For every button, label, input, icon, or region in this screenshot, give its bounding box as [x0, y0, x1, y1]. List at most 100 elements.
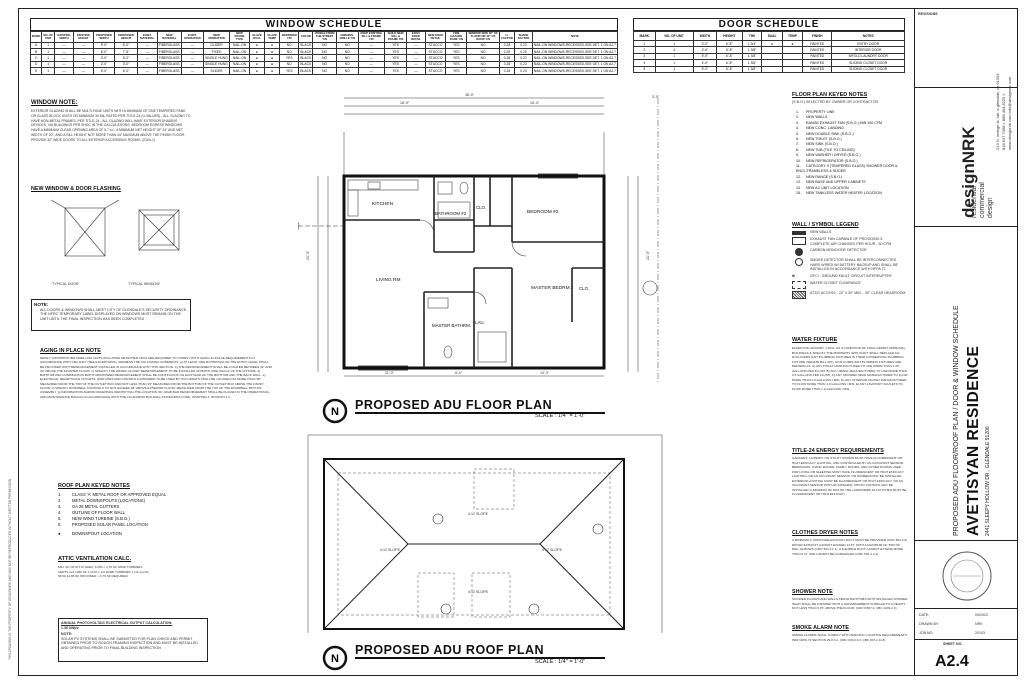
- door-schedule-cell: [761, 65, 783, 73]
- room-master-bath: MASTER BATHRM.: [432, 323, 471, 328]
- keyed-note-item: 7.NEW SINK (S.B.O.): [796, 142, 838, 147]
- north-arrow-icon: N: [322, 398, 348, 424]
- window-schedule-header-cell: NEW MATERIAL: [156, 31, 182, 43]
- door-schedule-header-cell: MARK: [633, 31, 656, 41]
- window-schedule-cell: ●: [264, 67, 281, 75]
- keyed-note-text: RANGE EXHAUST FAN (S.B.O.) MIN 100 CFM: [806, 120, 883, 125]
- door-schedule-header-cell: NOTES: [831, 31, 905, 41]
- keyed-note-item: 10.NEW REFRIGERATOR (S.B.O.): [796, 158, 858, 163]
- dim-top-3: 3'-0": [652, 95, 660, 99]
- project-address: 2441 SLEEPY HOLLOW DR., GLENDALE 91206: [985, 426, 991, 536]
- architect-stamp-icon: [942, 551, 992, 601]
- keyed-note-item: 3.RANGE EXHAUST FAN (S.B.O.) MIN 100 CFM: [796, 120, 883, 125]
- pv-title: ANNUAL PHOTOVOLTAIC ELECTRICAL OUTPUT CA…: [61, 621, 173, 625]
- keyed-note-item: 14.NEW AC UNIT LOCATION: [796, 185, 849, 190]
- window-schedule-cell: ●: [248, 67, 266, 75]
- drawn-label: DRAWN BY:: [919, 622, 940, 626]
- title-block: REVISIONS designNRK residential commerci…: [914, 8, 1018, 676]
- window-schedule-header-cell: COLOR: [298, 31, 314, 43]
- door-schedule-cell: PAINTED: [802, 59, 833, 67]
- company-tag-2: commercial: [979, 182, 986, 218]
- svg-text:N: N: [331, 406, 339, 418]
- window-schedule-header-cell: GLAZE TEMP: [264, 31, 281, 43]
- door-schedule-cell: 1: [654, 59, 694, 67]
- title24-text: GARAGES, LAUNDRY OR UTILITY ROOMS MUST H…: [792, 456, 907, 496]
- job-label: JOB NO:: [919, 631, 934, 635]
- roof-plan-scale: SCALE : 1/4" = 1'-0": [535, 659, 586, 665]
- door-schedule-header-cell: FINISH: [802, 31, 833, 41]
- tb-divider-1: [915, 226, 1018, 227]
- door-schedule-cell: [781, 59, 804, 67]
- window-schedule-cell: YES: [445, 67, 468, 75]
- legend-6: WATER CLOSET CLEARANCE: [810, 280, 861, 285]
- roof-slope-3: 4:12 SLOPE: [468, 512, 488, 516]
- dim-bottom-2: 8'-0": [455, 371, 463, 375]
- tb-divider-3: [915, 608, 1018, 609]
- window-note-title: WINDOW NOTE:: [31, 100, 78, 106]
- window-schedule-header-cell: GLAZE DUAL: [248, 31, 266, 43]
- tb-divider-4: [915, 639, 1018, 640]
- window-schedule-cell: —: [180, 67, 205, 75]
- door-schedule-cell: SLIDING CLOSET DOOR: [831, 59, 905, 67]
- room-master-bedroom: MASTER BEDRM.: [531, 286, 571, 291]
- pv-box: ANNUAL PHOTOVOLTAIC ELECTRICAL OUTPUT CA…: [58, 618, 208, 662]
- window-schedule-cell: YES: [383, 60, 408, 69]
- window-schedule-cell: NO: [312, 67, 337, 75]
- pv-note: SOLAR PV SYSTEMS SHALL BE SUBMITTED FOR …: [61, 636, 198, 650]
- job-value: 20103: [975, 631, 985, 635]
- door-schedule-cell: 1 3/8": [741, 65, 763, 73]
- window-schedule-cell: 0.28: [498, 60, 516, 69]
- window-schedule-cell: YES: [383, 67, 408, 75]
- flashing-details: [50, 199, 180, 257]
- window-schedule-cell: D: [29, 60, 43, 69]
- window-schedule-cell: 5'-0": [92, 67, 116, 75]
- window-schedule-header-cell: BUILD NEW SILL & FRAME Y/N: [383, 31, 408, 43]
- attic-text: MIN. SF OF ATTIC AREA: 1/150 = 4.76 SF W…: [58, 565, 150, 579]
- window-schedule-cell: —: [180, 60, 205, 69]
- window-schedule-header-cell: NO. OF UNIT: [41, 31, 56, 43]
- roof-keyed-2: METAL DOWNSPOUTS (LOCATIONS): [72, 498, 145, 504]
- exhaust-fan-icon: [792, 237, 806, 245]
- window-schedule-cell: SINGLE HUNG: [202, 60, 231, 69]
- sheet-border: [18, 8, 1018, 676]
- window-schedule-header-cell: ORIGINAL GRILLE Y/N: [335, 31, 359, 43]
- wc-clearance-icon: [792, 280, 806, 289]
- door-schedule-cell: PAINTED: [802, 65, 833, 73]
- project-name: AVETISYAN RESIDENCE: [965, 345, 982, 536]
- dryer-title: CLOTHES DRYER NOTES: [792, 530, 858, 536]
- keyed-note-text: NEW TUB (TILE TO CEILING): [806, 147, 855, 152]
- window-schedule-cell: YES: [279, 67, 300, 75]
- symbol-legend: NEW WALLS EXHAUST FAN CAPABLE OF PROVIDI…: [792, 230, 907, 299]
- sheet-description: PROPOSED ADU FLOOR/ROOF PLAN / DOOR & WI…: [953, 305, 960, 536]
- aging-note-text: NEWLY CONSTRUCTED DWELLING UNITS INCLUDI…: [40, 356, 272, 399]
- window-schedule-cell: 6'-0": [114, 67, 138, 75]
- window-schedule-title: WINDOW SCHEDULE: [30, 18, 618, 31]
- room-bedroom-2: BEDROOM #2: [527, 210, 559, 215]
- door-schedule-header-cell: TEMP: [781, 31, 804, 41]
- keyed-note-text: NEW CONC. LANDING: [806, 126, 844, 131]
- shower-text: SHOWER FLOORS AND WALLS ABOVE BATHTUBS W…: [792, 597, 908, 610]
- company-web: www.designnrk.com info@designnrk.com: [1007, 76, 1012, 150]
- revisions-area: [915, 18, 1018, 88]
- legend-5: GFCI - GROUND FAULT CIRCUIT INTERRUPTER: [810, 273, 892, 278]
- floor-plan-drawing: [298, 97, 659, 382]
- window-schedule-cell: 0.28: [498, 67, 516, 75]
- keyed-note-text: NEW TANKLESS WATER HEATER LOCATION: [806, 191, 882, 196]
- window-schedule-header-cell: EXIST. EDGE DETAIL: [406, 31, 426, 43]
- roof-slope-1: 4:12 SLOPE: [380, 548, 400, 552]
- aging-note-title: AGING IN PLACE NOTE: [40, 348, 101, 354]
- keyed-note-item: 13.NEW BASE AND UPPER CABINETS: [796, 180, 866, 185]
- keyed-note-text: PROPERTY LINE: [806, 110, 835, 114]
- window-schedule-cell: SLIDER: [202, 67, 231, 75]
- window-schedule-cell: NO: [279, 60, 300, 69]
- roof-plan-title: PROPOSED ADU ROOF PLAN: [355, 643, 545, 657]
- roof-plan-title-rule: [355, 657, 605, 659]
- window-schedule-header-cell: KEEP EXISTING SILL & FRAME Y/N: [357, 31, 385, 43]
- window-schedule-header-cell: BEDROOM Y/N: [279, 31, 300, 43]
- revisions-label: REVISIONS: [918, 12, 938, 16]
- window-schedule-header-cell: EXIST. OPERATION: [180, 31, 205, 43]
- window-schedule-header-cell: NEW EDGE DETAIL: [424, 31, 447, 43]
- window-schedule-header-cell: NOTE: [531, 31, 619, 43]
